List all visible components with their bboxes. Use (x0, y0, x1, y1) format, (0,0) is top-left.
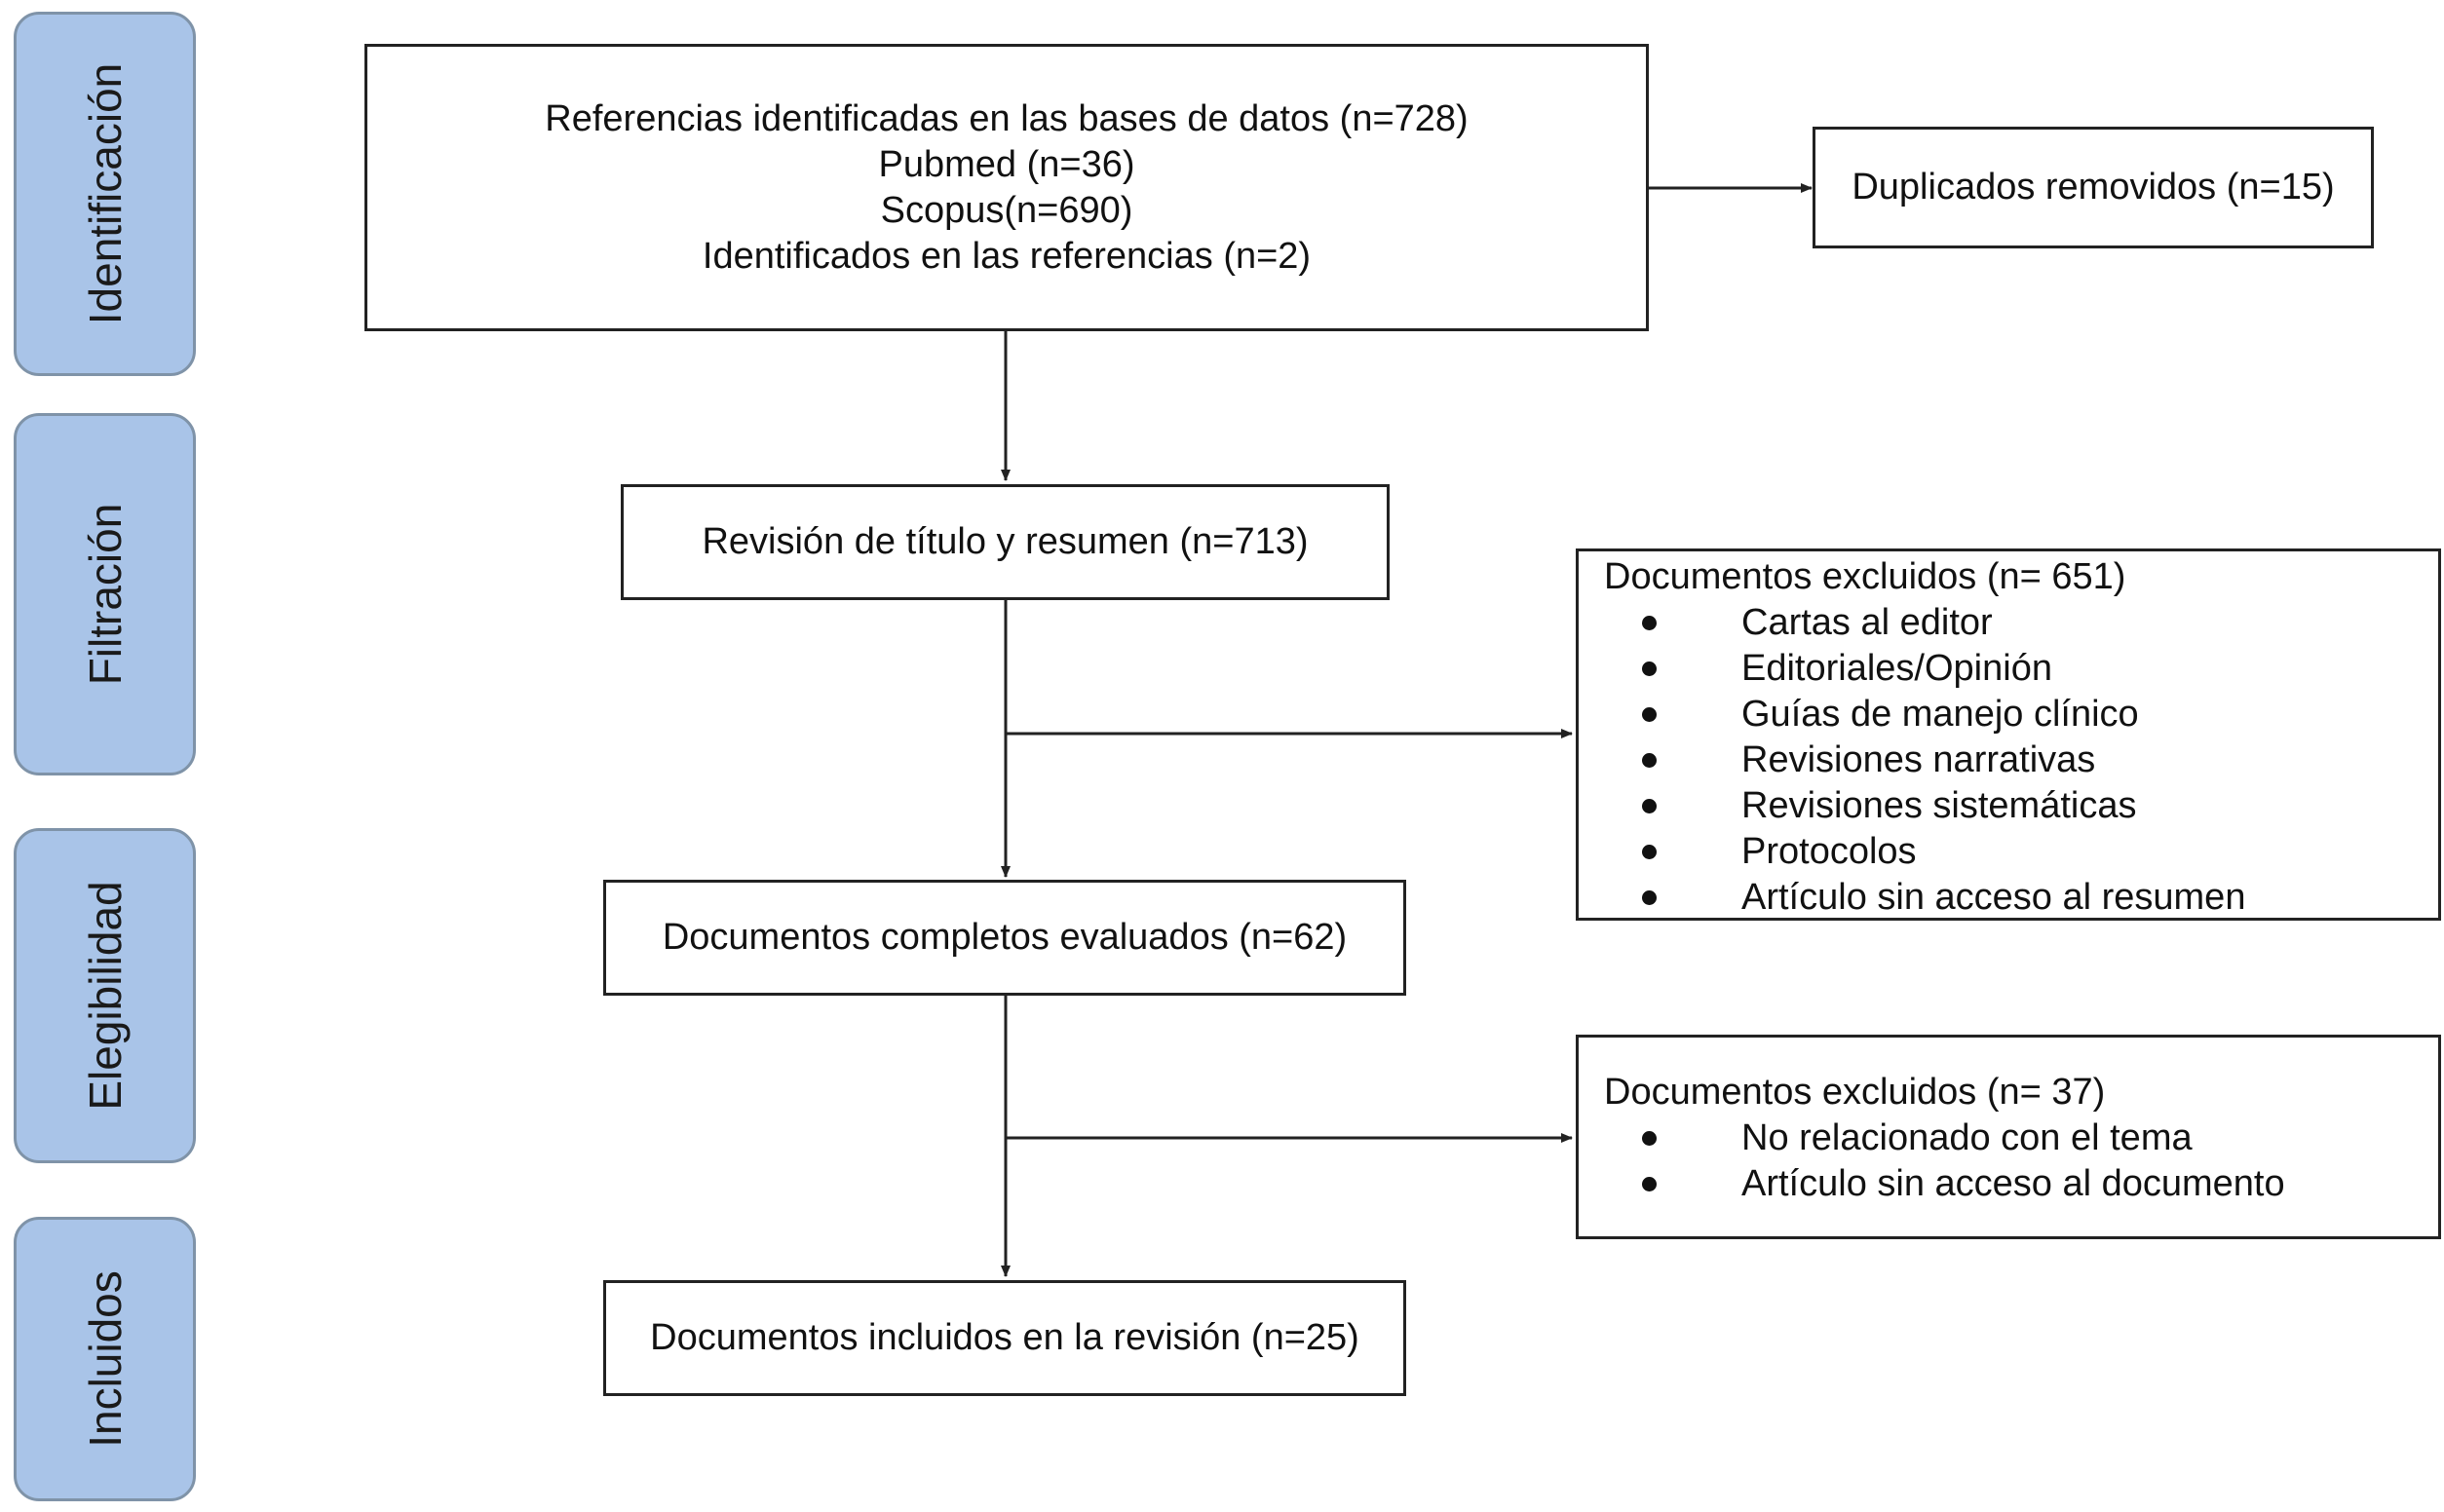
stage-elegibilidad: Elegibilidad (14, 828, 196, 1163)
bullet-icon (1642, 845, 1657, 859)
list-item-text: Artículo sin acceso al resumen (1741, 877, 2246, 918)
included-box: Documentos incluidos en la revisión (n=2… (603, 1280, 1406, 1396)
list-item-text: No relacionado con el tema (1741, 1117, 2193, 1158)
list-item-text: Protocolos (1741, 831, 1917, 872)
list-item-text: Guías de manejo clínico (1741, 694, 2139, 735)
list-item-text: Cartas al editor (1741, 602, 1993, 643)
identification-line: Identificados en las referencias (n=2) (702, 235, 1312, 277)
bullet-icon (1642, 616, 1657, 630)
duplicates-text: Duplicados removidos (n=15) (1852, 167, 2335, 208)
bullet-icon (1642, 799, 1657, 813)
eligibility-box: Documentos completos evaluados (n=62) (603, 880, 1406, 996)
included-text: Documentos incluidos en la revisión (n=2… (650, 1317, 1359, 1358)
list-item-text: Editoriales/Opinión (1741, 648, 2052, 689)
identification-line: Referencias identificadas en las bases d… (545, 97, 1469, 139)
identification-line: Pubmed (n=36) (878, 143, 1135, 185)
bullet-icon (1642, 1131, 1657, 1146)
eligibility-text: Documentos completos evaluados (n=62) (662, 917, 1348, 958)
excluded-screening-title: Documentos excluidos (n= 651) (1604, 556, 2126, 597)
identification-line: Scopus(n=690) (880, 189, 1133, 231)
list-item-text: Revisiones sistemáticas (1741, 785, 2137, 826)
duplicates-box: Duplicados removidos (n=15) (1813, 127, 2374, 248)
screening-text: Revisión de título y resumen (n=713) (702, 521, 1309, 562)
bullet-icon (1642, 1177, 1657, 1191)
screening-box: Revisión de título y resumen (n=713) (621, 484, 1390, 600)
excluded-eligibility-title: Documentos excluidos (n= 37) (1604, 1072, 2106, 1113)
excluded-eligibility-box: Documentos excluidos (n= 37) No relacion… (1576, 1035, 2441, 1239)
bullet-icon (1642, 890, 1657, 905)
stage-incluidos: Incluidos (14, 1217, 196, 1501)
identification-box: Referencias identificadas en las bases d… (364, 44, 1649, 331)
stage-identificacion: Identificación (14, 12, 196, 376)
excluded-screening-box: Documentos excluidos (n= 651) Cartas al … (1576, 548, 2441, 921)
bullet-icon (1642, 753, 1657, 768)
stage-filtracion: Filtración (14, 413, 196, 775)
list-item-text: Revisiones narrativas (1741, 739, 2096, 780)
bullet-icon (1642, 662, 1657, 676)
list-item-text: Artículo sin acceso al documento (1741, 1163, 2285, 1204)
bullet-icon (1642, 707, 1657, 722)
